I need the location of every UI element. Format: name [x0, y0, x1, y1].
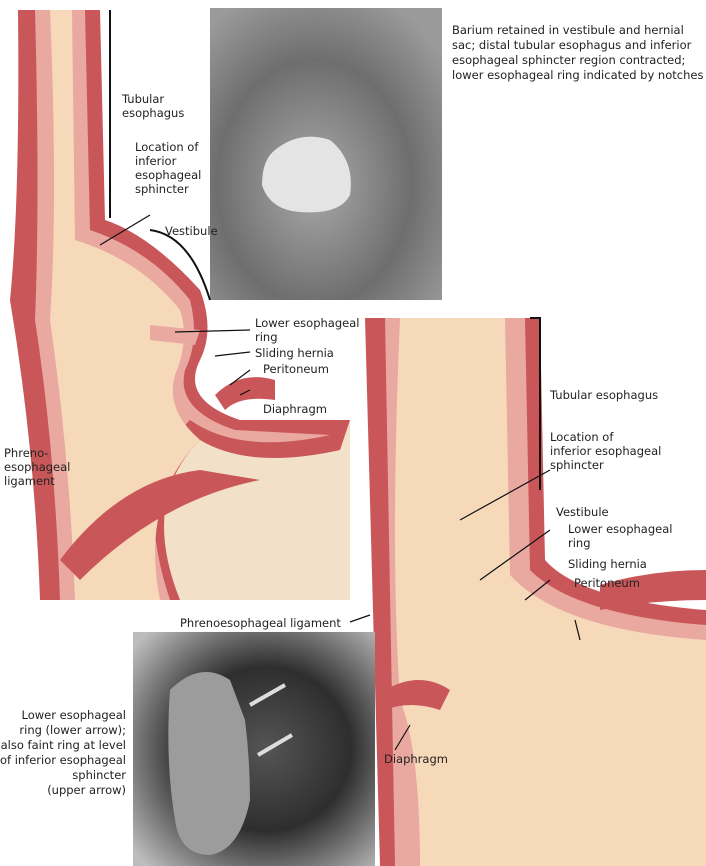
label-line: ligament: [4, 474, 55, 488]
label-vestibule-left: Vestibule: [165, 224, 218, 238]
label-line: ring: [568, 536, 591, 550]
label-line: Lower esophageal: [568, 522, 673, 536]
label-line: inferior esophageal: [550, 444, 662, 458]
label-vestibule-right: Vestibule: [556, 505, 609, 519]
label-diaphragm-right: Diaphragm: [384, 752, 448, 766]
label-line: Lower esophageal: [255, 316, 360, 330]
caption-line: ring (lower arrow);: [19, 723, 126, 737]
label-line: Location of: [550, 430, 614, 444]
caption-line: sac; distal tubular esophagus and inferi…: [452, 38, 692, 52]
radiograph-top: [210, 8, 442, 300]
label-sliding-hernia-left: Sliding hernia: [255, 346, 334, 360]
label-line: Location of: [135, 140, 199, 154]
label-diaphragm-left: Diaphragm: [263, 402, 327, 416]
caption-line: sphincter: [72, 768, 126, 782]
label-line: Tubular: [122, 92, 165, 106]
label-sliding-hernia-right: Sliding hernia: [568, 557, 647, 571]
leader-lines: [99, 10, 581, 751]
left-esophagus-illustration: [10, 10, 350, 600]
caption-line: Barium retained in vestibule and hernial: [452, 23, 684, 37]
label-line: esophageal: [4, 460, 71, 474]
caption-line: lower esophageal ring indicated by notch…: [452, 68, 704, 82]
caption-line: of inferior esophageal: [0, 753, 126, 767]
label-line: esophageal: [135, 168, 202, 182]
label-tubular-esophagus-right: Tubular esophagus: [550, 388, 659, 402]
radiograph-bottom: [133, 632, 375, 866]
caption-top-right: Barium retained in vestibule and hernial…: [452, 23, 703, 83]
label-peritoneum-left: Peritoneum: [263, 362, 329, 376]
label-line: inferior: [135, 154, 177, 168]
label-peritoneum-right: Peritoneum: [574, 576, 640, 590]
caption-bottom-left: Lower esophageal ring (lower arrow); als…: [0, 708, 126, 798]
caption-line: Lower esophageal: [21, 708, 126, 722]
label-line: sphincter: [550, 458, 604, 472]
label-phrenoesophageal-right: Phrenoesophageal ligament: [180, 616, 341, 630]
label-line: esophagus: [122, 106, 185, 120]
caption-line: esophageal sphincter region contracted;: [452, 53, 686, 67]
label-line: Phreno-: [4, 446, 49, 460]
label-line: sphincter: [135, 182, 189, 196]
caption-line: also faint ring at level: [0, 738, 126, 752]
label-line: ring: [255, 330, 278, 344]
caption-line: (upper arrow): [47, 783, 126, 797]
